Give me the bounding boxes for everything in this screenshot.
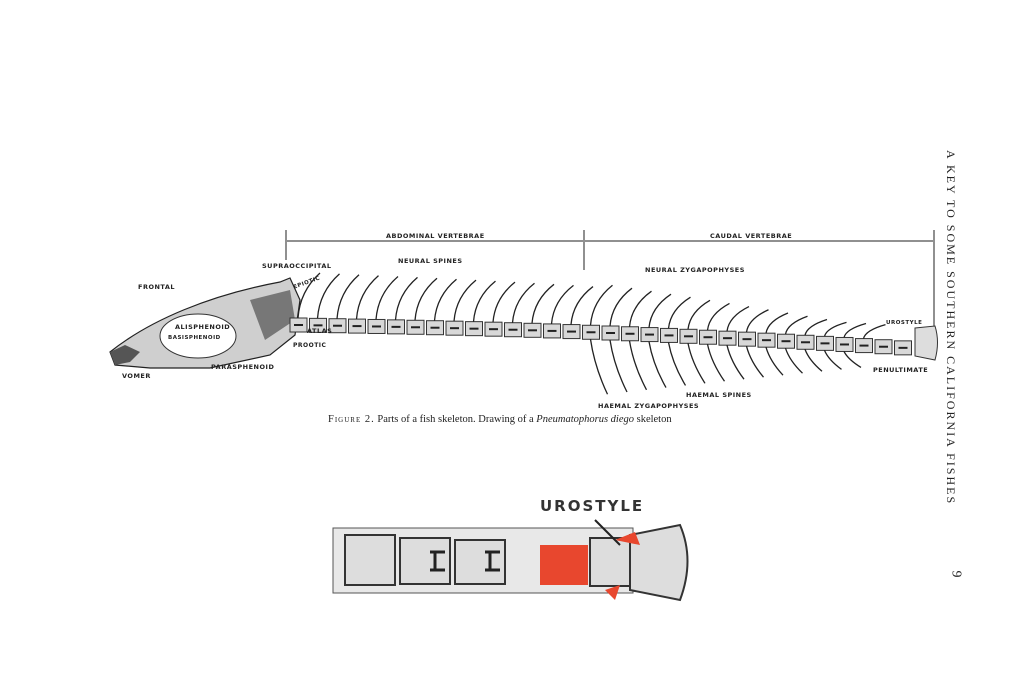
haemal-spine — [667, 342, 687, 386]
urostyle-inset — [332, 519, 689, 602]
neural-spine — [375, 275, 399, 320]
vertebral-column — [289, 272, 938, 395]
neural-spine — [862, 323, 886, 339]
neural-spine — [843, 322, 867, 338]
figure-caption: Figure 2. Parts of a fish skeleton. Draw… — [328, 414, 672, 425]
basisphenoid-label: BASISPHENOID — [168, 335, 221, 341]
neural-spine — [355, 275, 379, 320]
alisphenoid-label: ALISPHENOID — [175, 323, 231, 331]
haemal-spines-label: HAEMAL SPINES — [686, 391, 752, 399]
neural-spine — [706, 302, 730, 331]
haemal-spine — [706, 344, 726, 382]
running-head: A KEY TO SOME SOUTHERN CALIFORNIA FISHES — [944, 150, 958, 506]
haemal-spine — [804, 349, 823, 372]
neural-spine — [726, 305, 750, 332]
page-number: 9 — [948, 570, 964, 578]
neural-spine — [570, 286, 594, 325]
frontal-label: FRONTAL — [138, 283, 176, 291]
neural-spine — [765, 312, 789, 334]
vertebrae-brackets — [285, 230, 935, 330]
neural-spine — [667, 296, 691, 329]
neural-spine — [531, 283, 555, 324]
haemal-spine — [726, 345, 745, 380]
figure-number: Figure 2. — [328, 414, 375, 425]
neural-spine — [550, 284, 574, 324]
caption-species: Pneumatophorus diego — [536, 414, 634, 425]
neural-spine — [433, 278, 457, 321]
caption-text: Parts of a fish skeleton. Drawing of a — [374, 414, 537, 425]
haemal-spine — [589, 339, 609, 395]
neural-spine — [784, 315, 808, 335]
neural-spine — [609, 287, 633, 327]
neural-spine — [336, 274, 360, 319]
neural-spines-label: NEURAL SPINES — [398, 257, 463, 265]
parasphenoid-label: PARASPHENOID — [211, 363, 275, 371]
prootic-label: PROOTIC — [293, 342, 327, 349]
abdominal-vertebrae-label: ABDOMINAL VERTEBRAE — [386, 232, 485, 240]
haemal-spine — [648, 341, 667, 388]
vomer-label: VOMER — [122, 372, 151, 380]
atlas-label: ATLAS — [307, 327, 333, 335]
haemal-zygapophyses-label: HAEMAL ZYGAPOPHYSES — [598, 402, 700, 410]
neural-spine — [511, 282, 535, 323]
urostyle-label: UROSTYLE — [886, 320, 923, 326]
caudal-vertebrae-label: CAUDAL VERTEBRAE — [710, 232, 793, 240]
neural-spine — [492, 281, 516, 323]
neural-spine — [823, 321, 847, 337]
penultimate-label: PENULTIMATE — [873, 366, 929, 374]
caption-suffix: skeleton — [633, 414, 672, 425]
urostyle-highlight — [540, 545, 588, 585]
supraoccipital-label: SUPRAOCCIPITAL — [262, 262, 332, 270]
haemal-spine — [784, 348, 803, 374]
neural-spine — [628, 290, 652, 327]
haemal-spine — [687, 343, 706, 384]
haemal-spine — [745, 345, 764, 378]
neural-spine — [589, 284, 613, 326]
neural-spine — [472, 280, 496, 322]
neural-spine — [316, 273, 340, 319]
haemal-spine — [628, 340, 648, 391]
haemal-spine — [609, 339, 628, 393]
neural-spine — [687, 299, 711, 330]
neural-spine — [394, 276, 418, 320]
neural-spine — [648, 293, 672, 328]
haemal-spine — [843, 351, 862, 369]
inset-urostyle-label: UROSTYLE — [540, 497, 645, 515]
neural-spine — [745, 309, 769, 333]
haemal-spine — [823, 350, 842, 370]
neural-spine — [804, 318, 828, 336]
neural-spine — [414, 277, 438, 321]
neural-spine — [453, 279, 477, 322]
neural-zygapophyses-label: NEURAL ZYGAPOPHYSES — [645, 266, 745, 274]
skull — [109, 277, 301, 369]
tail-fan — [914, 325, 938, 361]
haemal-spine — [765, 346, 784, 376]
neural-spine — [297, 272, 321, 319]
